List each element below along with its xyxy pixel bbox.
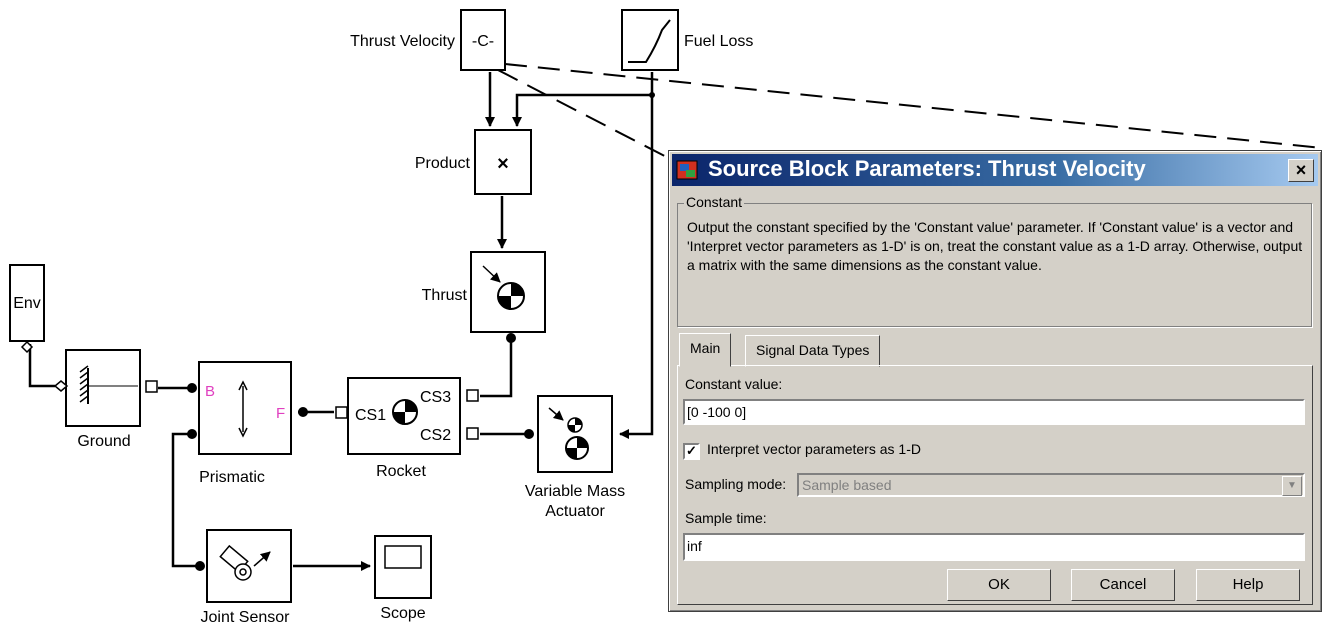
prismatic-label: Prismatic [199,469,265,486]
rocket-label: Rocket [376,463,426,480]
variable-mass-actuator-block[interactable] [537,395,613,473]
wire-thrust-rocket[interactable] [480,338,513,398]
thrust-velocity-block[interactable]: -C- [460,9,506,71]
wire-fuel-vma[interactable] [619,95,654,439]
dialog-titlebar[interactable]: Source Block Parameters: Thrust Velocity… [672,154,1318,186]
sampling-mode-select: Sample based ▼ [797,473,1305,497]
constant-value-input[interactable]: [0 -100 0] [683,399,1305,425]
wire-fuel-product[interactable] [512,72,654,127]
vma-label-line1: Variable Mass [525,483,625,500]
interpret-vector-checkbox[interactable]: ✓ [683,443,700,460]
ground-label: Ground [77,433,130,450]
block-description: Output the constant specified by the 'Co… [687,219,1303,273]
svg-text:CS3: CS3 [420,389,451,406]
chevron-down-icon: ▼ [1282,476,1302,496]
fuel-loss-label: Fuel Loss [684,33,753,50]
svg-text:Env: Env [13,295,41,312]
thrust-block[interactable] [470,251,546,333]
wire-prismatic-sensor[interactable] [171,432,200,568]
interpret-vector-label: Interpret vector parameters as 1-D [707,441,921,457]
source-block-parameters-dialog: Source Block Parameters: Thrust Velocity… [668,150,1322,612]
simulink-app-icon [676,160,698,180]
vma-label-line2: Actuator [545,503,605,520]
env-block[interactable]: Env [9,264,45,354]
close-button[interactable]: × [1288,159,1314,182]
group-title: Constant [684,194,745,210]
rocket-block[interactable]: CS1 CS3 CS2 [335,377,479,455]
thrust-label: Thrust [422,287,468,304]
svg-text:×: × [497,153,509,175]
svg-text:-C-: -C- [472,33,494,50]
fuel-loss-block[interactable] [621,9,679,71]
prismatic-block[interactable]: B F [198,361,292,455]
product-block[interactable]: × [474,129,532,195]
ground-block[interactable] [53,349,158,427]
main-tab-panel [677,365,1313,605]
dialog-title: Source Block Parameters: Thrust Velocity [708,156,1146,181]
joint-sensor-block[interactable] [206,529,292,603]
help-button[interactable]: Help [1196,569,1300,601]
ok-button[interactable]: OK [947,569,1051,601]
wire-env-ground[interactable] [28,344,55,388]
sampling-mode-label: Sampling mode: [685,476,787,492]
svg-text:CS1: CS1 [355,407,386,424]
tab-signal-data-types[interactable]: Signal Data Types [745,335,881,367]
scope-label: Scope [380,605,425,622]
tab-main[interactable]: Main [679,333,732,367]
product-label: Product [415,155,471,172]
constant-groupbox: Constant Output the constant specified b… [677,194,1312,327]
svg-text:F: F [276,405,285,422]
joint-sensor-label: Joint Sensor [201,609,291,626]
scope-block[interactable] [374,535,432,599]
sample-time-label: Sample time: [685,510,767,526]
svg-text:CS2: CS2 [420,427,451,444]
cancel-button[interactable]: Cancel [1071,569,1175,601]
sample-time-input[interactable]: inf [683,533,1305,561]
constant-value-label: Constant value: [685,376,783,392]
svg-text:B: B [205,383,215,400]
callout-line-top [504,63,1323,149]
sampling-mode-value: Sample based [802,477,892,493]
thrust-velocity-label: Thrust Velocity [350,33,455,50]
